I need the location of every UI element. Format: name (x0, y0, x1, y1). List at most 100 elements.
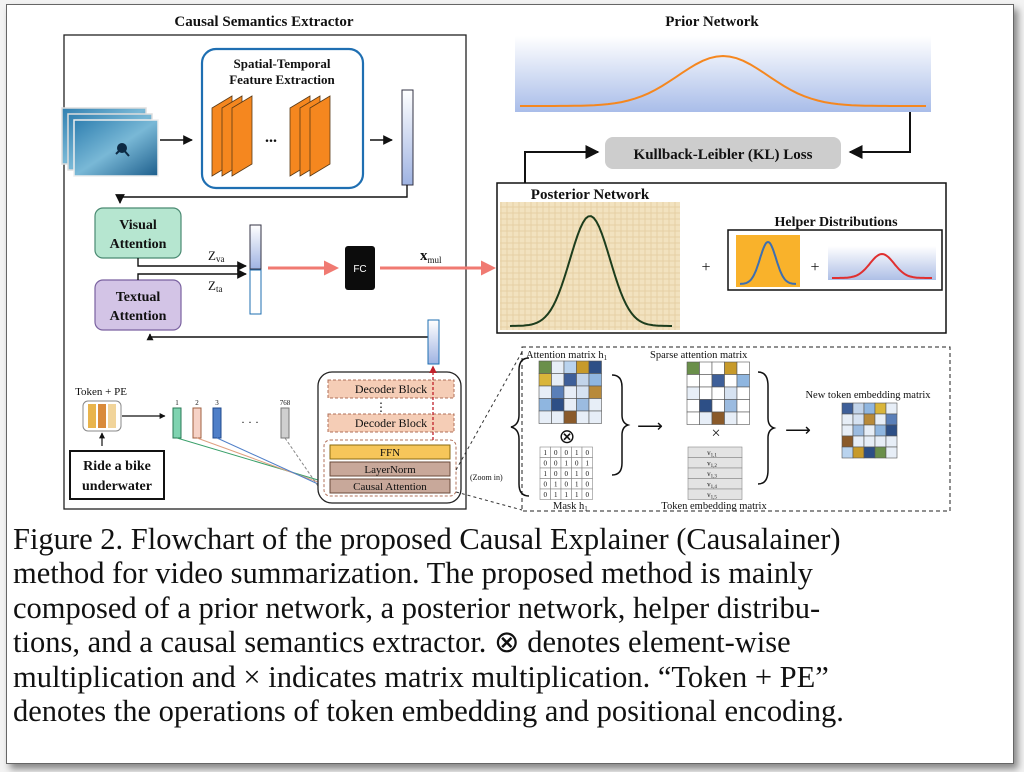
matrix-cell (563, 373, 577, 387)
matrix-cell (538, 385, 552, 399)
matrix-cell (885, 402, 898, 415)
kl-loss-label: Kullback-Leibler (KL) Loss (634, 147, 813, 163)
matrix-cell (874, 413, 887, 426)
token-index: 768 (280, 399, 291, 407)
ffn-block (329, 444, 451, 460)
matrix-cell (576, 360, 590, 374)
matrix-cell (736, 374, 750, 388)
mask-value: 0 (554, 470, 558, 478)
matrix-multiply-symbol: × (711, 425, 720, 442)
extractor-border (63, 34, 467, 510)
matrix-cell (551, 385, 565, 399)
matrix-cell (699, 361, 713, 375)
z-va-vector (249, 224, 262, 270)
posterior-network-title: Posterior Network (531, 187, 650, 203)
feature-extraction-box (200, 47, 365, 190)
token-columns: 1 2 3 768 · · · (172, 399, 319, 487)
ffn-label: FFN (380, 447, 400, 459)
prompt-text-2: underwater (82, 479, 152, 494)
mask-value: 1 (575, 470, 579, 478)
helper-blue-panel (828, 246, 936, 280)
matrix-cell (563, 360, 577, 374)
matrix-cell (563, 385, 577, 399)
matrix-cell (736, 361, 750, 375)
text-feature-vector (427, 319, 440, 365)
mask-value: 0 (554, 449, 558, 457)
token-pe-label: Token + PE (75, 386, 127, 398)
helper-distributions-title: Helper Distributions (774, 215, 898, 230)
matrix-cell (841, 402, 854, 415)
token-index: 1 (175, 399, 179, 407)
prior-network-panel (515, 36, 931, 112)
zoom-in-label: (Zoom in) (470, 473, 503, 482)
matrix-cell (686, 411, 700, 425)
matrix-cell (863, 446, 876, 459)
vertical-dots: ⋮ (375, 400, 387, 414)
matrix-cell (563, 398, 577, 412)
dots: · · · (241, 415, 259, 429)
plus-sign: + (810, 259, 819, 276)
matrix-cell (863, 402, 876, 415)
matrix-cell (538, 410, 552, 424)
layernorm-block (329, 461, 451, 477)
matrix-cell (724, 361, 738, 375)
mask-value: 1 (565, 460, 569, 468)
matrix-cell (538, 360, 552, 374)
sparse-attention-grid (686, 361, 750, 425)
figure-caption: Figure 2. Flowchart of the proposed Caus… (13, 522, 1013, 728)
text-prompt-box (69, 450, 165, 500)
matrix-cell (885, 446, 898, 459)
mask-value: 0 (544, 460, 548, 468)
mask-value: 1 (575, 481, 579, 489)
matrix-cell (874, 446, 887, 459)
matrix-cell (711, 386, 725, 400)
matrix-cell (551, 410, 565, 424)
fc-layer (345, 246, 375, 290)
mask-value: 0 (565, 481, 569, 489)
caption-line: multiplication and × indicates matrix mu… (13, 659, 829, 694)
helper-blue-curve (740, 240, 796, 285)
matrix-cell (711, 374, 725, 388)
matrix-cell (588, 398, 602, 412)
matrix-cell (724, 411, 738, 425)
sparse-attention-label: Sparse attention matrix (650, 350, 748, 361)
prompt-text: Ride a bike (83, 459, 151, 474)
mask-value: 0 (554, 460, 558, 468)
mask-value: 0 (544, 491, 548, 499)
video-frames-icon (61, 107, 159, 177)
element-wise-multiply-symbol: ⊗ (559, 426, 576, 448)
helper-orange-panel (736, 235, 800, 287)
matrix-cell (686, 399, 700, 413)
matrix-cell (576, 373, 590, 387)
caption-line: method for video summarization. The prop… (13, 556, 813, 591)
matrix-cell (874, 424, 887, 437)
matrix-cell (687, 488, 743, 500)
mask-value: 1 (544, 470, 548, 478)
token-index: 3 (215, 399, 219, 407)
caption-line: composed of a prior network, a posterior… (13, 590, 821, 625)
arrow: ⟶ (785, 420, 811, 440)
mask-value: 1 (586, 460, 590, 468)
matrix-cell (863, 424, 876, 437)
matrix-cell (863, 435, 876, 448)
matrix-cell (699, 411, 713, 425)
prior-distribution-curve (520, 54, 926, 107)
caption-line: tions, and a causal semantics extractor.… (13, 625, 791, 660)
matrix-cell (724, 399, 738, 413)
layernorm-label: LayerNorm (364, 464, 416, 476)
mask-value: 0 (565, 470, 569, 478)
mask-value: 0 (544, 481, 548, 489)
matrix-cell (874, 402, 887, 415)
matrix-cell (699, 374, 713, 388)
token-vector-label: v1,3 (707, 470, 717, 480)
matrix-cell (686, 361, 700, 375)
z-ta-label: Zta (208, 278, 222, 294)
ellipsis: ... (265, 129, 277, 146)
token-embedding-icon (82, 400, 122, 432)
matrix-cell (736, 386, 750, 400)
matrix-cell (736, 411, 750, 425)
causal-attention-block (329, 478, 451, 494)
matrix-cell (724, 386, 738, 400)
token-vector-label: v1,2 (707, 460, 717, 470)
matrix-cell (588, 360, 602, 374)
